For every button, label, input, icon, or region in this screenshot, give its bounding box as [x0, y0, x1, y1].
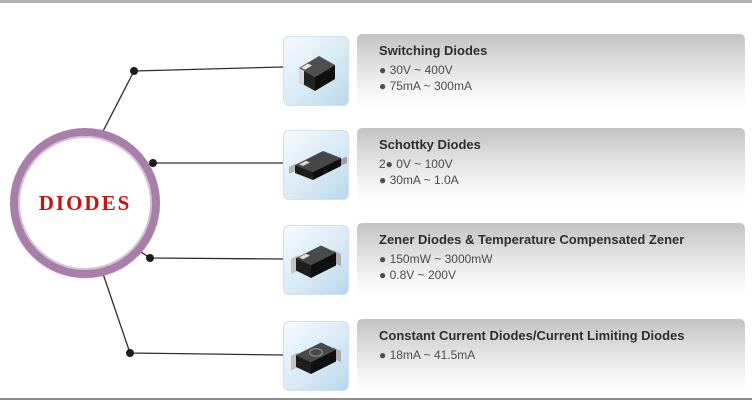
constant-current-diode-package-icon: [291, 342, 341, 374]
schottky-diode-package-icon: [289, 151, 347, 180]
banner-constant-current-diodes: Constant Current Diodes/Current Limiting…: [357, 319, 745, 393]
switching-diode-package-icon: [299, 56, 335, 91]
row-spec-line: ● 30V ~ 400V: [379, 63, 453, 77]
banner-schottky-diodes: Schottky Diodes 2● 0V ~ 100V ● 30mA ~ 1.…: [357, 128, 745, 202]
row-switching-diodes: Switching Diodes ● 30V ~ 400V ● 75mA ~ 3…: [283, 34, 745, 108]
row-title: Schottky Diodes: [379, 137, 481, 152]
row-title: Zener Diodes & Temperature Compensated Z…: [379, 232, 685, 247]
row-schottky-diodes: Schottky Diodes 2● 0V ~ 100V ● 30mA ~ 1.…: [283, 128, 745, 202]
row-zener-diodes: Zener Diodes & Temperature Compensated Z…: [283, 223, 745, 297]
schottky-diode-package-image: [283, 130, 349, 200]
row-spec-line: ● 75mA ~ 300mA: [379, 79, 472, 93]
row-spec-line: ● 150mW ~ 3000mW: [379, 252, 493, 266]
constant-current-diode-package-image: [283, 321, 349, 391]
switching-diode-package-image: [283, 36, 349, 106]
row-spec-line: 2● 0V ~ 100V: [379, 157, 453, 171]
row-title: Constant Current Diodes/Current Limiting…: [379, 328, 685, 343]
root-node-label: DIODES: [38, 190, 132, 215]
row-constant-current-diodes: Constant Current Diodes/Current Limiting…: [283, 319, 745, 393]
row-spec-line: ● 30mA ~ 1.0A: [379, 173, 459, 187]
row-spec-line: ● 18mA ~ 41.5mA: [379, 348, 476, 362]
banner-switching-diodes: Switching Diodes ● 30V ~ 400V ● 75mA ~ 3…: [357, 34, 745, 108]
row-spec-line: ● 0.8V ~ 200V: [379, 268, 456, 282]
row-title: Switching Diodes: [379, 43, 488, 58]
zener-diode-package-image: [283, 225, 349, 295]
banner-zener-diodes: Zener Diodes & Temperature Compensated Z…: [357, 223, 745, 297]
zener-diode-package-icon: [291, 245, 341, 278]
root-node-circle: DIODES: [10, 128, 160, 278]
